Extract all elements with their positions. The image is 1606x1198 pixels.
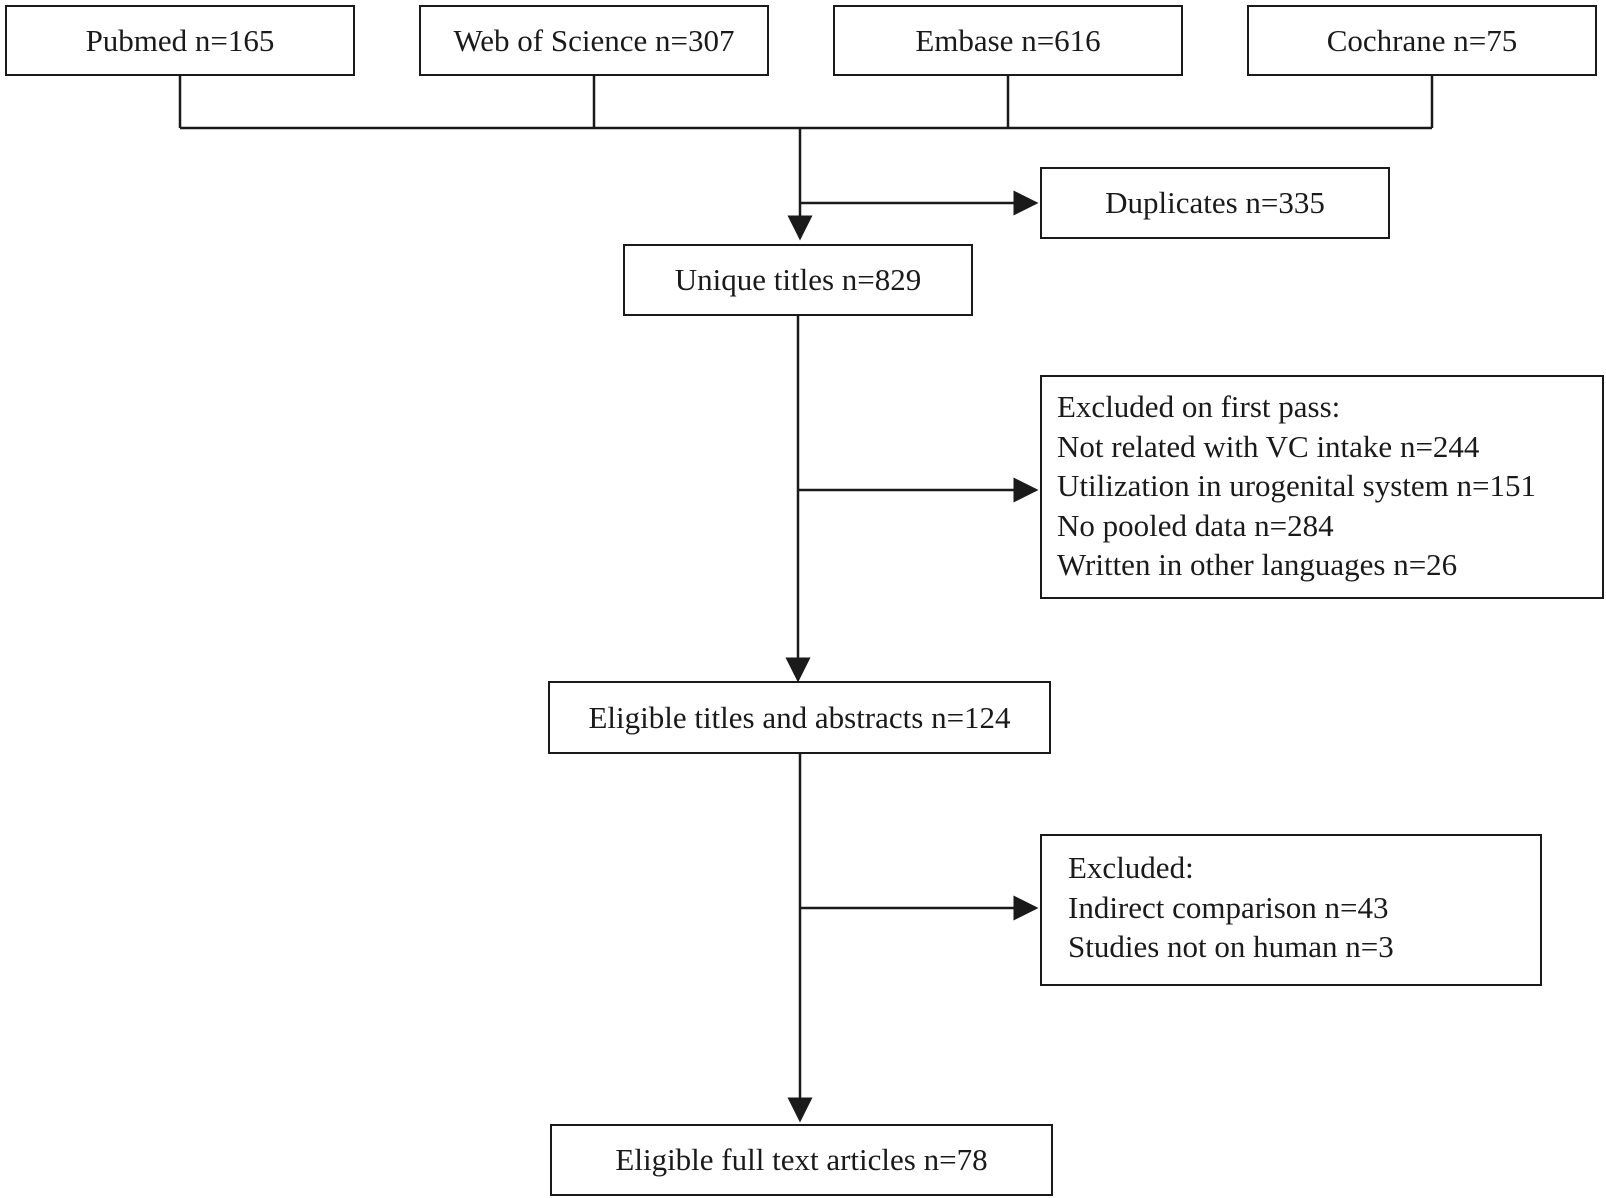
first-pass-exclusion-item: Not related with VC intake n=244 (1057, 428, 1480, 464)
second-exclusion-box: Excluded: Indirect comparison n=43 Studi… (1040, 834, 1542, 986)
unique-titles-box: Unique titles n=829 (623, 244, 973, 316)
second-exclusion-heading: Excluded: (1068, 850, 1194, 885)
eligible-full-text-box: Eligible full text articles n=78 (550, 1124, 1053, 1196)
first-pass-exclusion-box: Excluded on first pass: Not related with… (1040, 375, 1604, 599)
duplicates-box: Duplicates n=335 (1040, 167, 1390, 239)
source-box-web-of-science: Web of Science n=307 (419, 5, 769, 76)
first-pass-exclusion-heading: Excluded on first pass: (1057, 389, 1341, 424)
second-exclusion-item: Indirect comparison n=43 (1068, 889, 1389, 925)
eligible-abstracts-box: Eligible titles and abstracts n=124 (548, 681, 1051, 754)
source-box-embase: Embase n=616 (833, 5, 1183, 76)
first-pass-exclusion-item: No pooled data n=284 (1057, 507, 1334, 543)
first-pass-exclusion-item: Written in other languages n=26 (1057, 547, 1458, 582)
first-pass-exclusion-item: Utilization in urogenital system n=151 (1057, 468, 1536, 503)
source-box-cochrane: Cochrane n=75 (1247, 5, 1597, 76)
second-exclusion-item: Studies not on human n=3 (1068, 929, 1394, 964)
source-box-pubmed: Pubmed n=165 (5, 5, 355, 76)
